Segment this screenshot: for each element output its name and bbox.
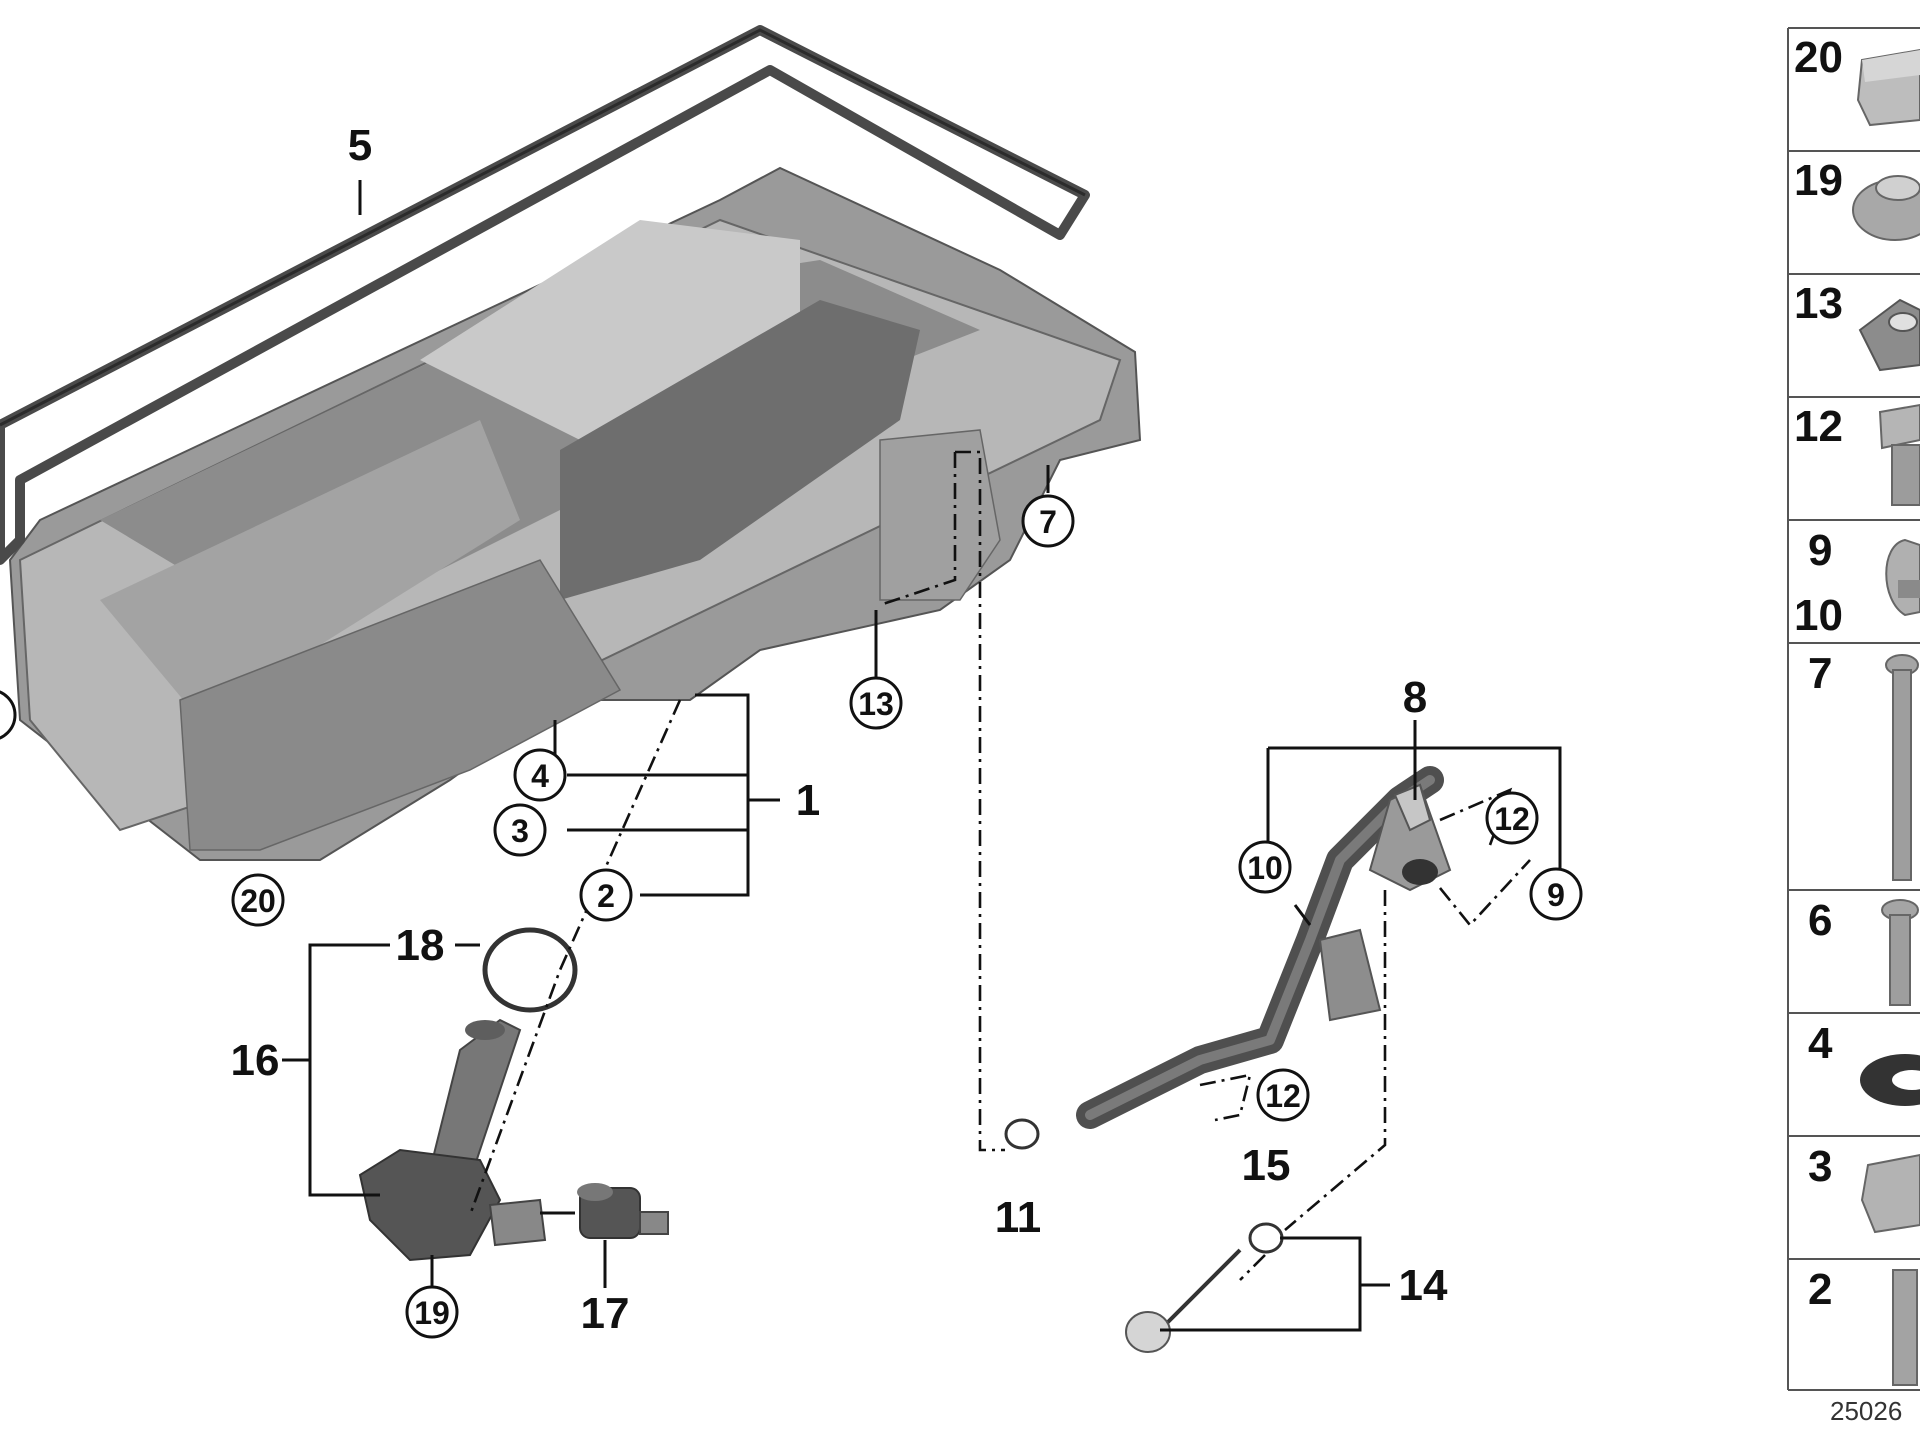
callout-19: 19 [414,1295,450,1331]
leader-lines [282,180,1562,1332]
circled-callouts [0,494,1583,1339]
oil-sensor [577,1183,669,1239]
callout-20: 20 [240,883,276,919]
legend-num-19: 19 [1794,156,1843,205]
oil-level-sensor-assembly [358,1018,547,1262]
callout-15: 15 [1242,1141,1291,1190]
callout-9: 9 [1547,877,1565,913]
callout-18: 18 [396,921,445,970]
catalog-number: 25026 [1830,1396,1902,1426]
callout-11: 11 [995,1193,1042,1242]
clamp-icon [1885,538,1920,617]
callout-10: 10 [1247,850,1283,886]
legend-num-9: 9 [1808,526,1832,575]
seal-ring-11 [1004,1118,1040,1150]
callout-4: 4 [531,758,549,794]
hex-nut-icon [1856,48,1920,127]
legend-num-4: 4 [1808,1019,1833,1068]
callout-12-upper: 12 [1494,801,1530,837]
legend-num-13: 13 [1794,279,1843,328]
callout-13: 13 [858,686,894,722]
dipstick-guide-tube [1076,766,1452,1129]
long-bolt-icon [1885,654,1919,881]
hex-bolt-icon [1878,403,1920,506]
oil-pan [8,166,1142,861]
legend-num-10: 10 [1794,591,1843,640]
dipstick [1125,1248,1242,1353]
callout-17: 17 [581,1289,630,1338]
o-ring [482,927,578,1013]
legend-num-12: 12 [1794,402,1843,451]
callout-12-lower: 12 [1265,1078,1301,1114]
oil-pan-gasket [0,25,1090,565]
legend-num-2: 2 [1808,1265,1832,1314]
callout-14: 14 [1399,1261,1448,1310]
callout-5: 5 [348,121,372,170]
legend-num-7: 7 [1808,649,1832,698]
clip-nut-icon [1858,298,1920,372]
legend-num-3: 3 [1808,1142,1832,1191]
flange-nut-icon [1852,175,1920,241]
torx-bolt-icon [1881,899,1919,1006]
callout-1: 1 [796,776,820,825]
seal-ring-15 [1248,1222,1284,1254]
callout-7: 7 [1039,504,1057,540]
drain-plug-icon [1860,1153,1920,1234]
washer-icon [1860,1054,1920,1106]
stud-icon [1892,1269,1918,1386]
callout-2: 2 [597,878,615,914]
parts-legend-panel [1787,27,1920,1391]
callout-16: 16 [231,1036,280,1085]
legend-num-20: 20 [1794,33,1843,82]
legend-num-6: 6 [1808,896,1832,945]
callout-8: 8 [1403,673,1427,722]
callout-3: 3 [511,813,529,849]
